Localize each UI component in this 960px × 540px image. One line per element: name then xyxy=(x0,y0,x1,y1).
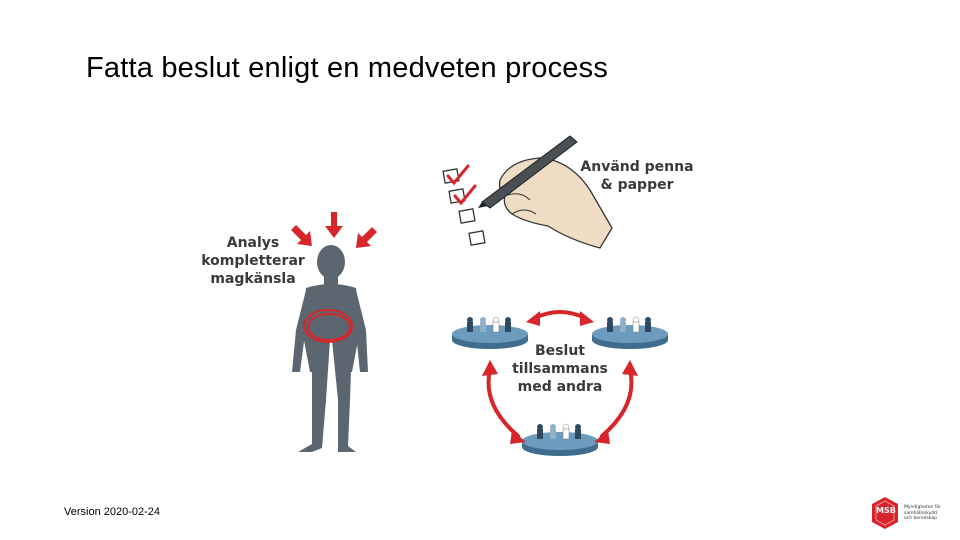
meeting-table-bottom xyxy=(522,423,598,456)
analysis-label: Analys kompletterar magkänsla xyxy=(201,235,305,287)
pen-paper-label: Använd penna & papper xyxy=(580,159,694,193)
decide-together-label: Beslut tillsammans med andra xyxy=(512,343,608,395)
hand-with-pen xyxy=(478,135,613,249)
meeting-table-left xyxy=(452,316,528,349)
gut-circle xyxy=(303,309,353,343)
cycle-arrowheads xyxy=(482,311,638,444)
person-figure xyxy=(292,245,368,452)
msb-logo: MSB Myndigheten för samhällsskydd och be… xyxy=(870,496,950,532)
slide-title: Fatta beslut enligt en medveten process xyxy=(86,52,609,84)
msb-logo-mark xyxy=(872,497,898,529)
analysis-arrows xyxy=(291,212,377,248)
msb-logo-text: Myndigheten för samhällsskydd och bereds… xyxy=(904,505,941,521)
msb-abbrev: MSB xyxy=(876,506,896,515)
checklist xyxy=(442,168,486,246)
check-marks xyxy=(446,164,477,206)
meeting-table-right xyxy=(592,316,668,349)
version-label: Version 2020-02-24 xyxy=(64,506,161,518)
